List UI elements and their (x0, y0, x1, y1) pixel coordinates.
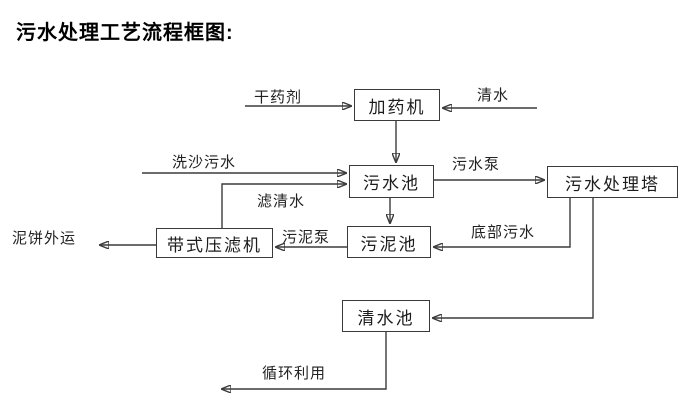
node-dosing-machine: 加药机 (354, 89, 440, 121)
label-sludge-pump: 污泥泵 (282, 229, 331, 246)
label-filtered-water: 滤清水 (257, 193, 306, 210)
label-sewage-pump: 污水泵 (452, 156, 501, 173)
node-belt-filter-press: 带式压滤机 (156, 228, 273, 258)
node-sewage-pool: 污水池 (349, 165, 434, 198)
node-sludge-pool: 污泥池 (347, 226, 431, 258)
label-mud-cake-out: 泥饼外运 (12, 230, 77, 247)
label-bottom-sewage: 底部污水 (471, 224, 536, 241)
label-recycle-use: 循环利用 (262, 365, 327, 382)
label-sand-washing-sewage: 洗沙污水 (172, 154, 237, 171)
label-dry-agent: 干药剂 (254, 89, 303, 106)
diagram-title: 污水处理工艺流程框图: (16, 22, 234, 44)
arrow-recycle-use-out (222, 332, 387, 389)
arrow-bottom-sewage-to-sludge-pool (434, 198, 571, 247)
label-clean-water: 清水 (477, 87, 510, 104)
node-treatment-tower: 污水处理塔 (547, 166, 678, 198)
arrow-filtered-water-to-sewage-pool (221, 184, 346, 228)
arrow-tower-to-clean-water-pool (433, 198, 594, 318)
node-clean-water-pool: 清水池 (342, 300, 430, 332)
